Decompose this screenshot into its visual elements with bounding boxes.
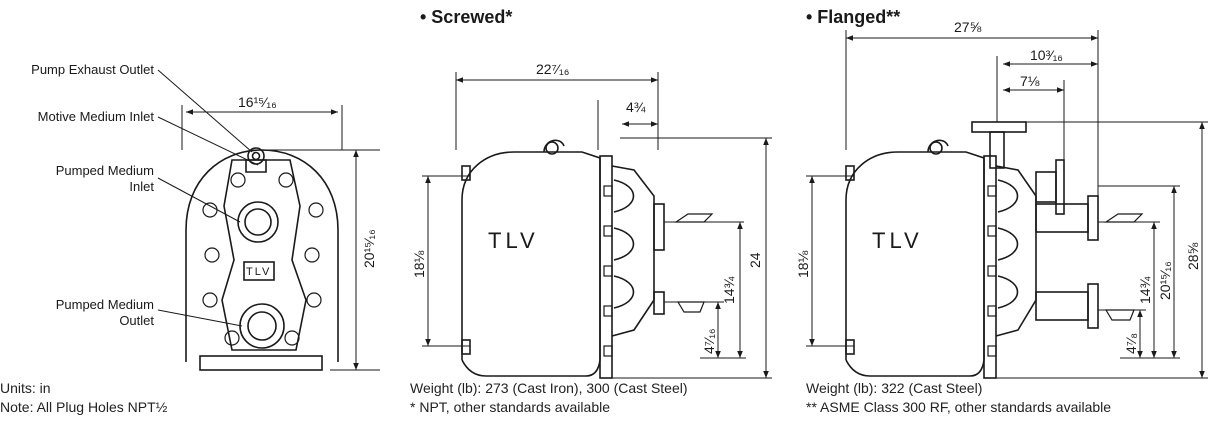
screwed-footnote: * NPT, other standards available [410,399,610,415]
screwed-flow-arrows [674,213,714,313]
screwed-cover [611,165,665,337]
flanged-low-dim: 4⁷⁄₈ [1123,333,1139,354]
flanged-title: • Flanged** [806,7,901,27]
screwed-brand: TLV [488,228,539,253]
flanged-dimensions [806,30,1208,379]
flanged-mid-dim: 14¾ [1137,276,1153,304]
flanged-bolts [987,185,997,357]
screwed-low-dim: 4⁷⁄₁₆ [701,328,717,354]
screwed-side-view: TLV 22⁷⁄₁₆ 4¾ 24 18⅛ 14¾ 4⁷⁄₁₆ [411,61,772,379]
flanged-side-view: TLV 27⅝ 10³⁄₁₆ 7⅛ 28⅝ 20¹⁵⁄₁₆ [795,19,1208,379]
screwed-width-dim: 22⁷⁄₁₆ [536,61,569,77]
flanged-feet [845,165,855,355]
screwed-feet [461,165,471,355]
flanged-width-dim: 27⅝ [954,19,982,35]
flanged-height-dim: 28⅝ [1185,242,1201,270]
callout-pumped-medium-inlet: Pumped Medium Inlet [56,163,154,195]
callout-pumped-medium-outlet-line2: Outlet [119,313,154,328]
screwed-height-dim: 24 [747,252,763,268]
front-view-nameplate [243,261,275,281]
flanged-footnote: ** ASME Class 300 RF, other standards av… [806,399,1112,415]
flanged-offset1-dim: 10³⁄₁₆ [1030,47,1063,63]
flanged-weight: Weight (lb): 322 (Cast Steel) [806,380,983,396]
front-view: TLV 16¹⁵⁄₁₆ 20¹⁵⁄₁₆ [157,69,380,371]
callout-pumped-medium-outlet-line1: Pumped Medium [55,297,154,312]
flanged-offset2-dim: 7⅛ [1020,73,1040,89]
flanged-inlet-pipe [1035,195,1099,241]
front-view-dimensions [181,105,380,371]
screwed-weight: Weight (lb): 273 (Cast Iron), 300 (Cast … [410,380,688,396]
callout-pumped-medium-inlet-line1: Pumped Medium [55,163,154,178]
screwed-offset-dim: 4¾ [626,99,646,115]
front-view-height-dim: 20¹⁵⁄₁₆ [361,229,377,268]
callout-pumped-medium-inlet-line2: Inlet [129,179,154,194]
flanged-cover [995,165,1037,337]
front-view-brand: TLV [246,266,271,278]
front-view-top-fitting [245,147,267,173]
screwed-dimensions [422,72,772,379]
flanged-top-pipe [971,121,1065,215]
screwed-title: • Screwed* [420,7,513,27]
flanged-left-dim: 18⅛ [795,250,811,278]
callout-motive-medium-inlet: Motive Medium Inlet [37,109,154,124]
screwed-body [461,139,613,379]
plug-holes-note: Note: All Plug Holes NPT½ [0,399,168,415]
flanged-outlet-pipe [1035,283,1099,329]
flanged-brand: TLV [872,228,923,253]
screwed-bolts [603,185,613,357]
front-view-width-dim: 16¹⁵⁄₁₆ [238,94,277,110]
units-note: Units: in [0,380,51,396]
screwed-mid-dim: 14¾ [721,276,737,304]
front-view-body [185,149,339,371]
screwed-left-dim: 18⅛ [411,250,427,278]
flanged-height2-dim: 20¹⁵⁄₁₆ [1157,261,1173,300]
flanged-body [845,139,997,379]
callout-pump-exhaust-outlet: Pump Exhaust Outlet [31,62,154,77]
front-view-bolts [202,172,324,346]
callout-pumped-medium-outlet: Pumped Medium Outlet [56,297,154,329]
